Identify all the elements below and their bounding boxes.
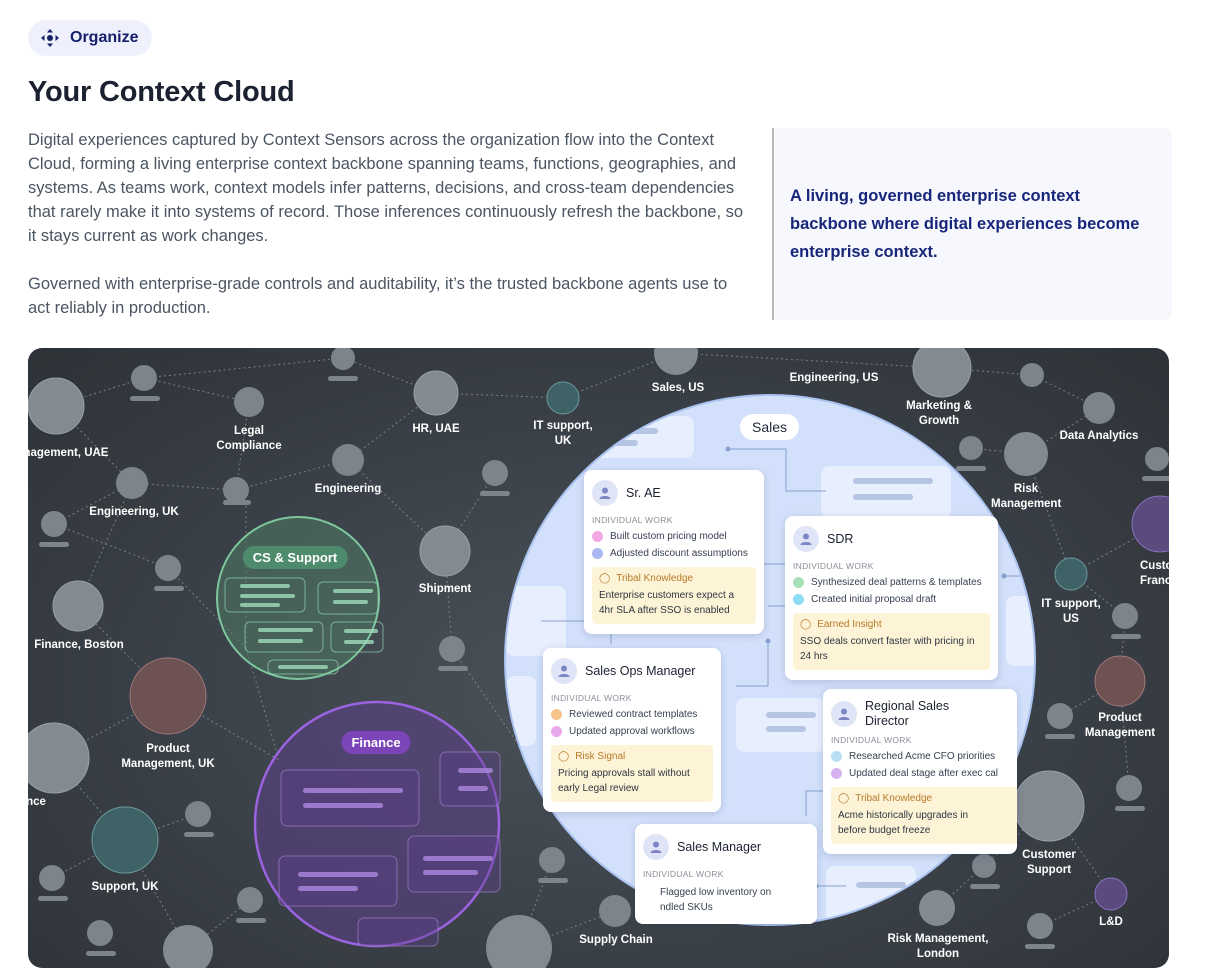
- description-paragraph-1: Digital experiences captured by Context …: [28, 131, 744, 245]
- label-customer-support: Customer Support: [1022, 849, 1076, 876]
- ghost-card: [506, 676, 536, 746]
- pink-dot-icon: [551, 726, 562, 737]
- card-sr-ae: Sr. AE INDIVIDUAL WORK Built custom pric…: [584, 470, 764, 634]
- insight-note: ◯Earned Insight SSO deals convert faster…: [793, 613, 990, 670]
- page-title: Your Context Cloud: [28, 76, 295, 108]
- label-shipment: Shipment: [418, 583, 472, 595]
- card-section-label: INDIVIDUAL WORK: [551, 693, 632, 703]
- label-sales-us: Sales, US: [651, 382, 705, 394]
- card-name: SDR: [827, 531, 854, 546]
- work-item: Adjusted discount assumptions: [592, 548, 756, 559]
- ghost-card: [821, 466, 951, 518]
- note-body: Acme historically upgrades in before bud…: [838, 810, 969, 836]
- diamond-arrows-icon: [41, 29, 59, 47]
- cs-support-group-label: CS & Support: [242, 546, 348, 569]
- callout-text: A living, governed enterprise context ba…: [790, 187, 1140, 261]
- lightbulb-icon: ◯: [838, 793, 850, 804]
- badge-label: Organize: [70, 29, 139, 46]
- label-engineering-uk: Engineering, UK: [89, 506, 179, 518]
- card-regional-sales-director: Regional Sales Director INDIVIDUAL WORK …: [823, 689, 1017, 854]
- user-avatar-icon: [551, 658, 577, 684]
- work-item: Synthesized deal patterns & templates: [793, 577, 990, 588]
- card-sales-ops-manager: Sales Ops Manager INDIVIDUAL WORK Review…: [543, 648, 721, 812]
- ghost-card: [826, 866, 916, 924]
- orange-dot-icon: [551, 709, 562, 720]
- sales-group-label: Sales: [740, 414, 800, 440]
- card-name: Sales Ops Manager: [585, 663, 696, 678]
- context-cloud-graph: Management, UAE Legal Compliance HR, UAE…: [28, 348, 1169, 968]
- work-item: Researched Acme CFO priorities: [831, 751, 1009, 762]
- label-ld: L&D: [1099, 916, 1123, 928]
- work-item: Created initial proposal draft: [793, 594, 990, 605]
- work-item: Updated approval workflows: [551, 726, 713, 737]
- lavender-dot-icon: [831, 768, 842, 779]
- note-body: Enterprise customers expect a 4hr SLA af…: [599, 590, 735, 616]
- lightbulb-icon: ◯: [599, 573, 611, 584]
- node-bars: [38, 376, 1169, 956]
- label-supply-chain: Supply Chain: [579, 934, 653, 946]
- background-nodes: [28, 348, 1169, 968]
- insight-note: ◯Tribal Knowledge Enterprise customers e…: [592, 567, 756, 624]
- callout-box: A living, governed enterprise context ba…: [772, 128, 1172, 320]
- card-name: Regional Sales Director: [865, 699, 950, 728]
- work-item: Built custom pricing model: [592, 531, 756, 542]
- blue-dot-icon: [592, 548, 603, 559]
- label-it-support-uk: IT support, UK: [533, 420, 593, 447]
- work-item: Flagged low inventory on ndled SKUs: [660, 887, 772, 913]
- card-sales-manager: Sales Manager INDIVIDUAL WORK Flagged lo…: [635, 824, 817, 924]
- lightbulb-icon: ◯: [558, 751, 570, 762]
- organize-badge: Organize: [28, 20, 153, 56]
- ghost-card: [736, 698, 826, 752]
- label-finance-boston: Finance, Boston: [34, 639, 124, 651]
- insight-note: ◯Tribal Knowledge Acme historically upgr…: [831, 787, 1017, 844]
- card-section-label: INDIVIDUAL WORK: [592, 515, 673, 525]
- label-data-analytics: Data Analytics: [1059, 430, 1139, 442]
- pink-dot-icon: [592, 531, 603, 542]
- label-customer-support-france: Customer su France: [1140, 560, 1169, 587]
- insight-note: ◯Risk Signal Pricing approvals stall wit…: [551, 745, 713, 802]
- card-section-label: INDIVIDUAL WORK: [831, 735, 912, 745]
- label-risk-management-london: Risk Management, London: [887, 933, 989, 960]
- work-item: Updated deal stage after exec cal: [831, 768, 1009, 779]
- label-nce: nce: [28, 796, 46, 808]
- label-support-uk: Support, UK: [91, 881, 159, 893]
- description-paragraph-2: Governed with enterprise-grade controls …: [28, 275, 728, 317]
- cyan-dot-icon: [793, 594, 804, 605]
- note-body: SSO deals convert faster with pricing in…: [800, 636, 975, 662]
- finance-cluster: [253, 700, 501, 948]
- user-avatar-icon: [831, 701, 857, 727]
- card-section-label: INDIVIDUAL WORK: [793, 561, 874, 571]
- label-risk-management: Risk Management: [991, 483, 1062, 510]
- light-blue-dot-icon: [831, 751, 842, 762]
- label-product-management-uk: Product Management, UK: [121, 743, 215, 770]
- user-avatar-icon: [592, 480, 618, 506]
- card-sdr: SDR INDIVIDUAL WORK Synthesized deal pat…: [785, 516, 998, 680]
- user-avatar-icon: [793, 526, 819, 552]
- label-product-management: Product Management: [1084, 712, 1156, 739]
- label-management-uae: Management, UAE: [28, 447, 109, 459]
- user-avatar-icon: [643, 834, 669, 860]
- label-hr-uae: HR, UAE: [412, 423, 460, 435]
- cs-support-cluster: [216, 516, 384, 680]
- lightbulb-icon: ◯: [800, 619, 812, 630]
- label-engineering: Engineering: [314, 483, 382, 495]
- card-name: Sales Manager: [677, 839, 762, 854]
- label-engineering-us: Engineering, US: [789, 372, 879, 384]
- ghost-card: [1006, 596, 1034, 666]
- green-dot-icon: [793, 577, 804, 588]
- description: Digital experiences captured by Context …: [28, 128, 748, 320]
- note-body: Pricing approvals stall without early Le…: [558, 768, 690, 794]
- label-legal-compliance: Legal Compliance: [216, 425, 282, 452]
- label-it-support-us: IT support, US: [1041, 598, 1101, 625]
- card-name: Sr. AE: [626, 485, 661, 500]
- finance-group-label: Finance: [341, 731, 411, 754]
- card-section-label: INDIVIDUAL WORK: [643, 869, 724, 879]
- ghost-card: [564, 416, 694, 458]
- label-marketing-growth: Marketing & Growth: [906, 400, 972, 427]
- work-item: Reviewed contract templates: [551, 709, 713, 720]
